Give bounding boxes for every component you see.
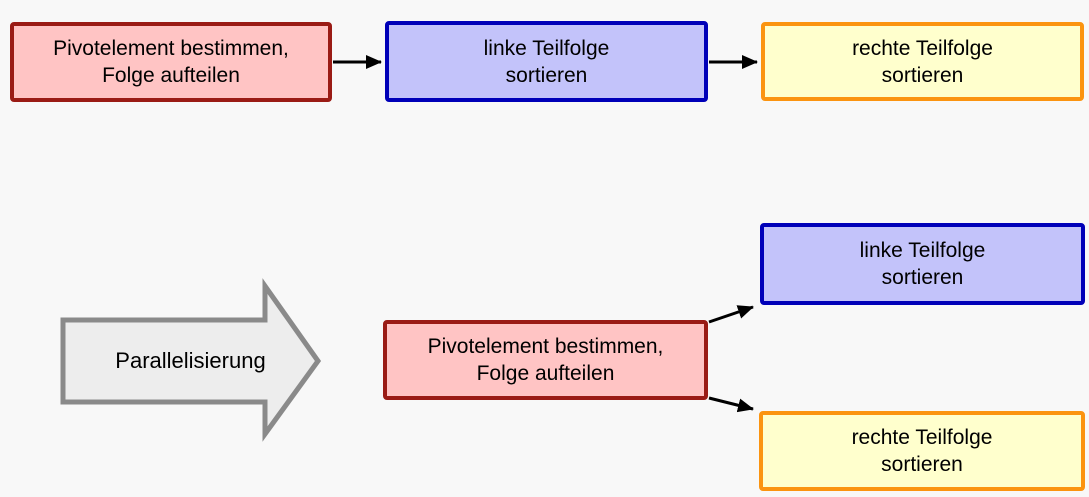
par-box-linke-teilfolge: linke Teilfolge sortieren [760,223,1085,305]
seq-box-rechte-teilfolge: rechte Teilfolge sortieren [761,22,1084,101]
seq-box-linke-teilfolge: linke Teilfolge sortieren [385,21,708,102]
parallelisierung-label: Parallelisierung [115,348,266,373]
connector-root-to-linke [708,305,754,324]
connector-root-to-rechte [708,396,754,413]
par-box-pivot: Pivotelement bestimmen, Folge aufteilen [383,320,708,400]
seq-box-pivot: Pivotelement bestimmen, Folge aufteilen [10,22,332,102]
par-box-rechte-teilfolge: rechte Teilfolge sortieren [759,411,1085,491]
